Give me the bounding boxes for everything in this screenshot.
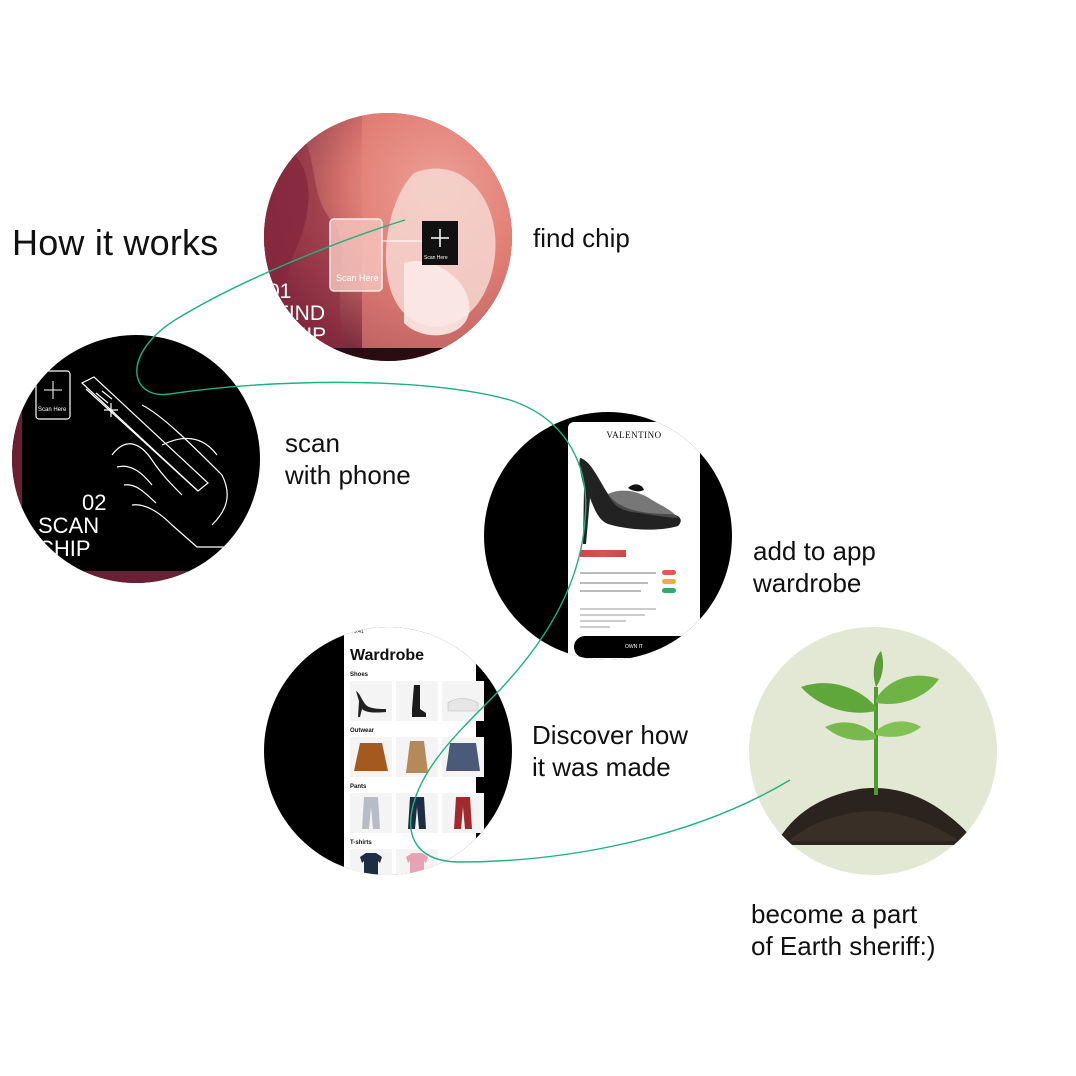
product-detail-lines: [580, 572, 656, 628]
wardrobe-item[interactable]: [396, 681, 438, 721]
find-chip-step-word-1: FIND: [276, 302, 325, 325]
wardrobe-item[interactable]: [396, 793, 438, 833]
status-time: 9:41: [354, 629, 364, 635]
find-chip-step-word-2: CHIP: [276, 324, 327, 347]
own-it-button[interactable]: OWN IT: [574, 636, 694, 658]
find-chip-tag-small-text: Scan Here: [424, 255, 448, 261]
step-label-scan: scan with phone: [285, 428, 411, 490]
wardrobe-item[interactable]: [350, 849, 392, 875]
product-screen-circle: VALENTINO OWN IT: [484, 412, 732, 660]
seedling-illustration: [779, 651, 975, 845]
wardrobe-item[interactable]: [350, 793, 392, 833]
plant-photo: [749, 627, 997, 875]
wardrobe-screen-circle: 9:41 Wardrobe Shoes Outwear: [264, 627, 512, 875]
wardrobe-item[interactable]: [442, 793, 484, 833]
find-chip-tag-text: Scan Here: [336, 273, 379, 283]
step-label-become: become a part of Earth sheriff:): [751, 899, 936, 961]
shoe-image: [579, 458, 681, 544]
status-pill-green: [662, 588, 676, 593]
status-pill-yellow: [662, 579, 676, 584]
category-tshirts: T-shirts: [350, 840, 372, 846]
page-title: How it works: [12, 222, 219, 263]
wardrobe-item[interactable]: [350, 737, 392, 777]
scan-chip-photo: Scan Here 02 SCAN CHIP: [12, 335, 260, 583]
category-outwear: Outwear: [350, 728, 375, 734]
scan-chip-step-number: 02: [82, 490, 107, 515]
product-brand: VALENTINO: [606, 430, 662, 440]
wardrobe-item[interactable]: [396, 849, 438, 875]
wardrobe-item[interactable]: [350, 681, 392, 721]
wardrobe-screen: 9:41 Wardrobe Shoes Outwear: [344, 627, 484, 875]
wardrobe-item[interactable]: [442, 681, 484, 721]
scan-chip-step-word-1: SCAN: [38, 513, 100, 538]
step-label-add: add to app wardrobe: [753, 536, 876, 598]
category-shoes: Shoes: [350, 672, 369, 678]
wardrobe-title: Wardrobe: [350, 647, 425, 664]
scan-chip-step-word-2: CHIP: [38, 536, 91, 561]
step-label-discover: Discover how it was made: [532, 720, 689, 782]
sustainability-scale: [580, 550, 626, 557]
wardrobe-item[interactable]: [396, 737, 438, 777]
step-label-find-chip: find chip: [533, 223, 630, 253]
status-pill-red: [662, 570, 676, 575]
category-pants: Pants: [350, 784, 367, 790]
find-chip-step-number: 01: [268, 280, 292, 303]
product-screen: VALENTINO OWN IT: [568, 422, 700, 660]
scan-chip-tag-text: Scan Here: [38, 407, 67, 413]
connector-path: [136, 219, 791, 863]
